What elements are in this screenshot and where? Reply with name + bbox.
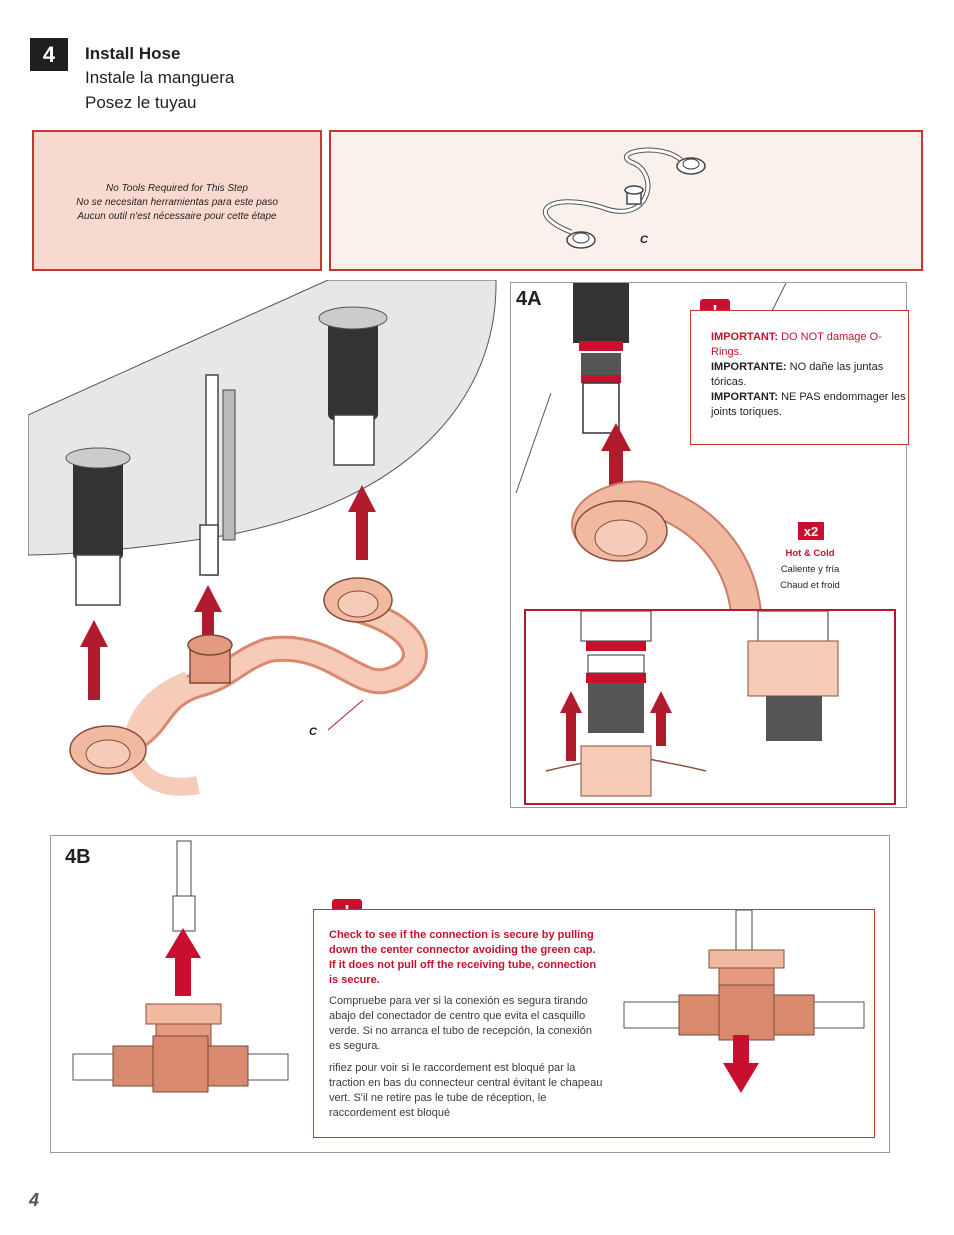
- hot-cold-es: Caliente y fría: [780, 564, 840, 575]
- hot-cold-fr: Chaud et froid: [780, 580, 840, 591]
- important-en-text: DO NOT damage O-Rings.: [711, 331, 882, 358]
- tee-connection-illustration: [72, 840, 289, 1093]
- part-c-label: C: [640, 234, 648, 246]
- important-callout-4a: IMPORTANT: DO NOT damage O-Rings. IMPORT…: [690, 310, 909, 445]
- page-number: 4: [29, 1190, 40, 1210]
- check-connection-en: Check to see if the connection is secure…: [329, 929, 597, 986]
- important-es-prefix: IMPORTANTE:: [711, 361, 787, 373]
- important-es-text: NO dañe las juntas tóricas.: [711, 361, 884, 388]
- important-fr-text: NE PAS endommager les joints toriques.: [711, 391, 906, 418]
- hot-cold-label: Hot & Cold Caliente y fría Chaud et froi…: [760, 546, 860, 594]
- panel-4a-label: 4A: [516, 288, 542, 310]
- panel-4b-label: 4B: [65, 846, 91, 868]
- hose-part-illustration: [542, 147, 706, 249]
- quantity-badge: x2: [798, 522, 824, 540]
- step-title-fr: Posez le tuyau: [85, 93, 197, 112]
- tools-note: No Tools Required for This Step No se ne…: [34, 182, 320, 224]
- hose-c-label: C: [309, 726, 317, 738]
- tools-box: No Tools Required for This Step No se ne…: [32, 130, 322, 271]
- parts-box: C: [329, 130, 923, 271]
- oring-detail-box: [524, 609, 896, 805]
- hot-cold-en: Hot & Cold: [785, 548, 835, 559]
- check-connection-callout: Check to see if the connection is secure…: [313, 909, 875, 1138]
- oring-detail-illustration: [545, 610, 839, 797]
- tools-note-fr: Aucun outil n'est nécessaire pour cette …: [77, 211, 277, 222]
- check-connection-es: Compruebe para ver si la conexión es seg…: [329, 995, 592, 1052]
- faucet-hose-install-illustration: [28, 280, 497, 796]
- tools-note-en: No Tools Required for This Step: [106, 183, 248, 194]
- important-en-prefix: IMPORTANT:: [711, 331, 779, 343]
- check-connection-fr: rifiez pour voir si le raccordement est …: [329, 1062, 603, 1119]
- important-fr-prefix: IMPORTANT:: [711, 391, 779, 403]
- pull-down-test-illustration: [623, 910, 865, 1093]
- step-title-es: Instale la manguera: [85, 68, 235, 87]
- step-number-badge: 4: [30, 38, 68, 71]
- tools-note-es: No se necesitan herramientas para este p…: [76, 197, 278, 208]
- important-callout-text: IMPORTANT: DO NOT damage O-Rings. IMPORT…: [711, 330, 906, 420]
- step-title-en: Install Hose: [85, 44, 181, 63]
- valve-cap-illustration: [515, 283, 787, 616]
